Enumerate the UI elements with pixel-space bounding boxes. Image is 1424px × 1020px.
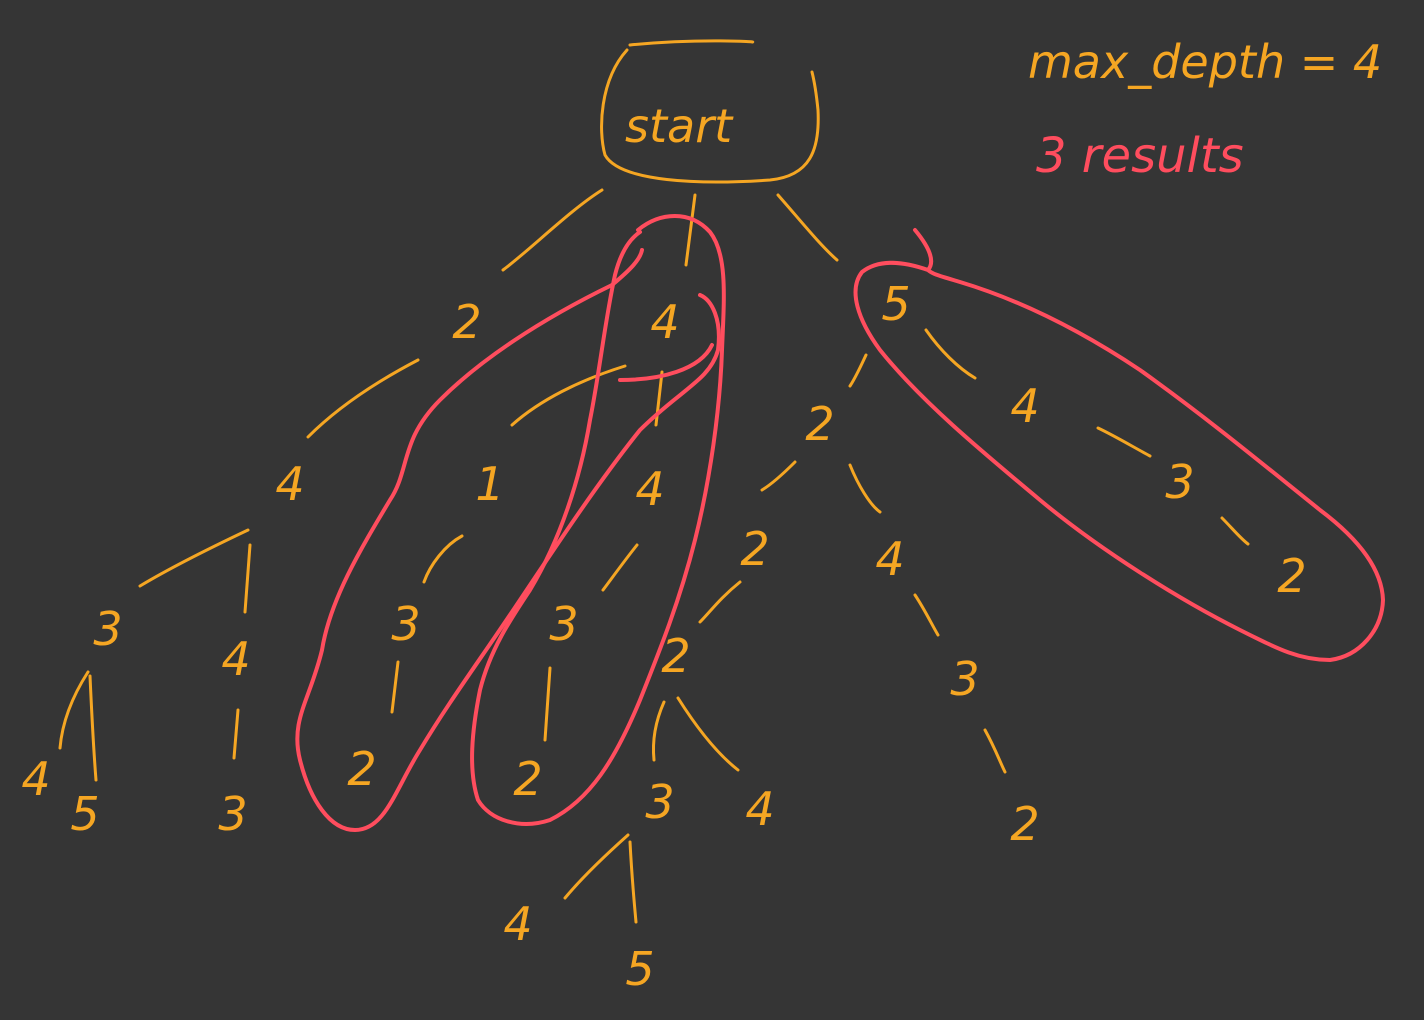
node-label: 5: [881, 277, 910, 331]
node-label: 3: [549, 597, 578, 651]
edge-root-2: [501, 188, 604, 272]
root-circle: [600, 39, 820, 184]
node-label: 3: [645, 775, 674, 829]
edge-root-5: [776, 193, 839, 262]
root-label: start: [625, 99, 734, 153]
edge-5-2: [848, 353, 868, 388]
node-label: 3: [93, 602, 122, 656]
edge-2-4: [306, 358, 420, 439]
edge-2-4r: [848, 463, 882, 514]
node-label: 4: [1010, 379, 1039, 433]
node-label: 4: [503, 897, 532, 951]
edge-4r-3: [913, 593, 940, 637]
edge-4-4: [243, 543, 252, 614]
node-label: 2: [740, 522, 769, 576]
tree-nodes: 2 4 5 4 1 4 2 4 3 4 3 3 2 4 3 4 5 3 2 2 …: [21, 277, 1306, 996]
node-label: 4: [745, 782, 774, 836]
edge-2-4d: [698, 580, 742, 624]
edge-3d-4: [563, 833, 630, 900]
edge-4-3r: [1096, 426, 1152, 458]
edge-root-4: [684, 193, 697, 267]
edge-3-2b: [543, 666, 552, 742]
node-label: 2: [1010, 797, 1039, 851]
edge-3-4: [58, 670, 90, 750]
node-label: 4: [21, 752, 50, 806]
edge-3d-5: [628, 840, 638, 924]
edge-4-4c: [654, 370, 664, 427]
node-label: 2: [1277, 549, 1306, 603]
node-label: 4: [650, 295, 679, 349]
edge-3-2r: [1220, 516, 1250, 546]
highlight-loops: [295, 214, 1386, 833]
highlight-loop-1: [295, 283, 721, 833]
edge-3-2d: [983, 728, 1007, 774]
edge-2-2: [760, 460, 797, 492]
edge-4d-4: [676, 696, 740, 772]
node-label: 2: [452, 295, 481, 349]
node-label: 4: [635, 462, 664, 516]
edge-4b-3: [232, 708, 240, 760]
edge-5-4: [924, 328, 977, 380]
node-label: 3: [950, 652, 979, 706]
node-label: 1: [475, 457, 504, 511]
node-label: 2: [513, 752, 542, 806]
node-label: 3: [391, 597, 420, 651]
edge-4-1: [510, 364, 627, 427]
edge-3-2a: [390, 660, 400, 714]
highlight-loop-2: [470, 214, 726, 826]
edge-4c-3: [601, 543, 639, 592]
node-label: 3: [1165, 455, 1194, 509]
root-node: start: [600, 39, 820, 184]
node-label: 2: [805, 397, 834, 451]
node-label: 5: [625, 942, 654, 996]
node-label: 4: [275, 457, 304, 511]
edge-4-3: [138, 528, 250, 588]
tree-edges: [58, 188, 1250, 924]
node-label: 3: [218, 787, 247, 841]
edge-1-3: [422, 534, 464, 584]
node-label: 5: [70, 787, 99, 841]
node-label: 4: [875, 532, 904, 586]
results-label: 3 results: [1036, 128, 1244, 184]
edge-3-5: [88, 674, 98, 782]
highlight-loop-3: [853, 228, 1386, 663]
highlight-loop-2-stroke: [610, 248, 644, 287]
edge-4d-3: [652, 700, 666, 762]
node-label: 2: [347, 742, 376, 796]
node-label: 4: [221, 632, 250, 686]
max-depth-label: max_depth = 4: [1028, 35, 1382, 89]
highlight-loop-2-tail: [618, 343, 714, 382]
